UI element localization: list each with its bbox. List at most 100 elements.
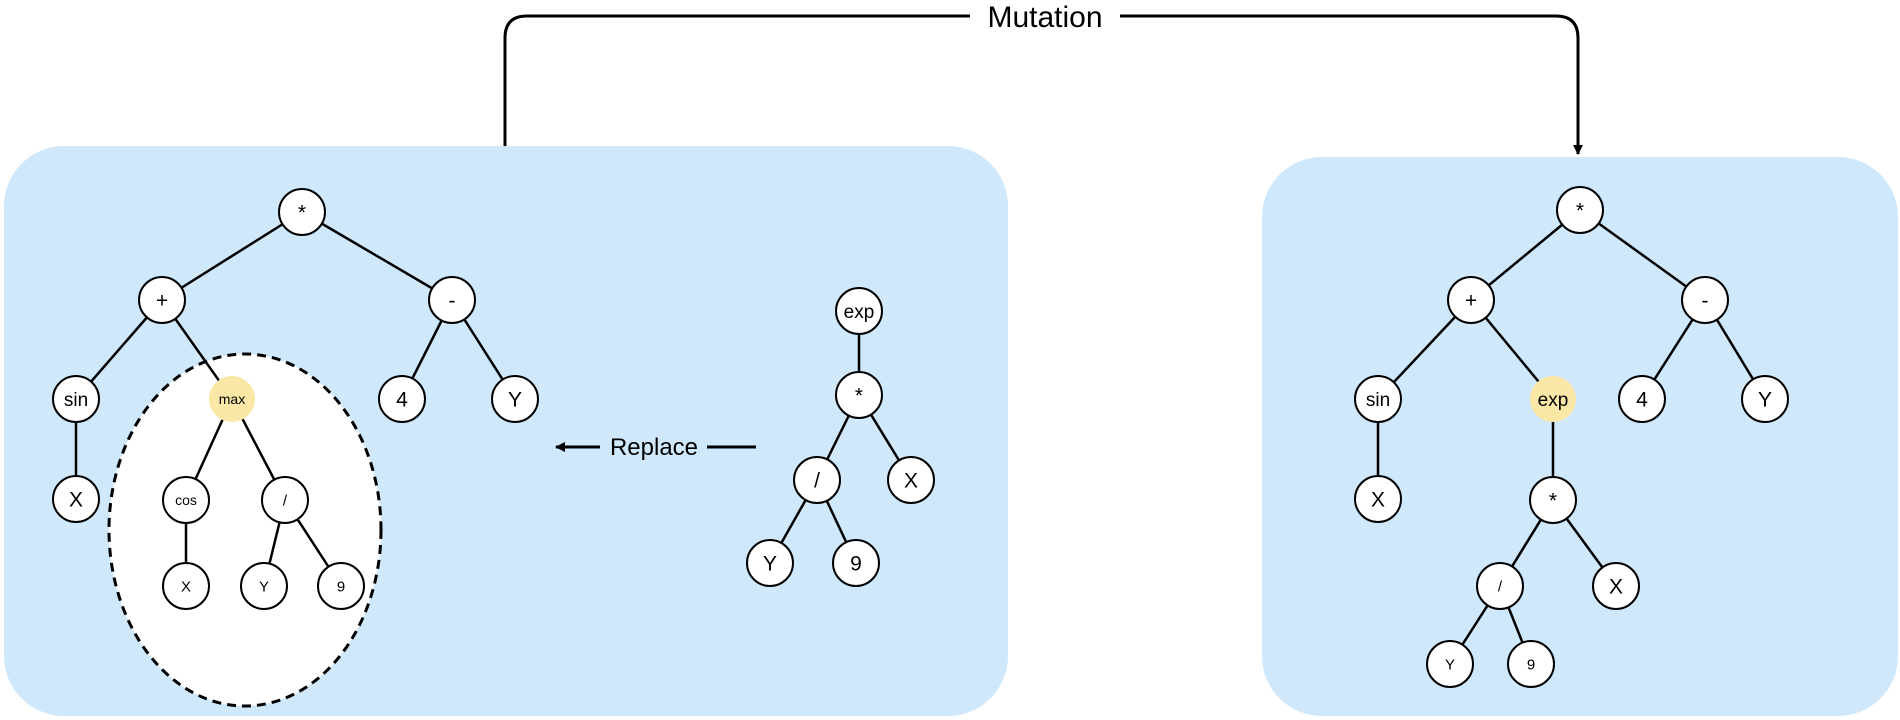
original-node-sin: sin [52,375,100,423]
node-label: - [1702,290,1709,313]
original-node-y: Y [491,375,539,423]
node-circle [835,371,883,419]
node-label: + [1465,290,1477,313]
replacement-node-y: Y [746,539,794,587]
original-node-divide: / [261,476,309,524]
node-circle [832,539,880,587]
node-label: exp [1538,390,1569,411]
replaced-subtree-outline [107,352,383,708]
node-label: X [1609,576,1623,599]
node-label: Y [508,389,522,412]
mutated-node-multiply: * [1556,186,1604,234]
node-label: Y [259,578,269,595]
node-label: X [1371,489,1385,512]
original-node-9: 9 [317,562,365,610]
mutated-node-multiply: * [1529,476,1577,524]
node-label: * [1576,200,1584,223]
replacement-node-9: 9 [832,539,880,587]
original-node-minus: - [428,276,476,324]
mutated-tree-panel [1262,157,1898,716]
mutated-node-y: Y [1426,640,1474,688]
mutated-node-4: 4 [1618,375,1666,423]
mutated-node-plus: + [1447,276,1495,324]
original-node-x: X [52,475,100,523]
original-node-multiply: * [278,188,326,236]
node-label: cos [175,492,197,508]
node-label: + [156,290,168,313]
node-circle [1447,276,1495,324]
node-label: / [1498,578,1503,595]
node-label: sin [64,390,88,411]
node-circle [162,476,210,524]
node-label: X [904,470,918,493]
original-node-cos: cos [162,476,210,524]
node-label: Y [763,553,777,576]
node-circle [1618,375,1666,423]
node-circle [1592,562,1640,610]
node-label: 9 [337,578,345,595]
node-circle [1354,475,1402,523]
replacement-node-divide: / [793,456,841,504]
node-circle [240,562,288,610]
mutated-node-exp: exp [1530,376,1576,422]
node-label: X [181,578,191,595]
node-label: - [449,290,456,313]
replacement-node-x: X [887,456,935,504]
node-label: / [814,470,820,493]
node-circle [261,476,309,524]
node-circle [52,375,100,423]
original-node-y: Y [240,562,288,610]
node-label: sin [1366,390,1390,411]
original-node-4: 4 [378,375,426,423]
node-label: X [69,489,83,512]
mutation-label: Mutation [987,1,1102,34]
original-tree-edge [301,210,453,302]
node-label: 9 [850,553,862,576]
mutation-label-bg [970,0,1120,34]
mutated-tree-edge [1579,208,1706,302]
node-label: max [219,391,245,407]
node-circle [162,562,210,610]
original-node-max: max [209,376,255,422]
node-label: * [298,202,306,225]
node-circle [209,376,255,422]
node-circle [1507,640,1555,688]
node-circle [1354,375,1402,423]
node-label: * [1549,490,1557,513]
node-label: / [283,492,288,509]
node-circle [1681,276,1729,324]
node-label: 9 [1527,656,1535,673]
mutated-node-x: X [1592,562,1640,610]
node-circle [378,375,426,423]
replace-label: Replace [610,434,698,461]
node-circle [278,188,326,236]
mutated-node-minus: - [1681,276,1729,324]
node-circle [1556,186,1604,234]
mutated-node-y: Y [1741,375,1789,423]
mutated-node-divide: / [1476,562,1524,610]
node-circle [1741,375,1789,423]
original-node-plus: + [138,276,186,324]
node-circle [1426,640,1474,688]
node-circle [138,276,186,324]
node-label: 4 [396,389,408,412]
node-circle [793,456,841,504]
original-tree-edge [161,210,303,302]
mutation-arrow [503,14,1583,155]
mutated-node-x: X [1354,475,1402,523]
mutated-node-sin: sin [1354,375,1402,423]
node-label: exp [844,302,875,323]
node-label: 4 [1636,389,1648,412]
original-node-x: X [162,562,210,610]
replacement-node-multiply: * [835,371,883,419]
node-circle [887,456,935,504]
node-label: * [855,385,863,408]
node-circle [428,276,476,324]
node-circle [835,287,883,335]
node-circle [1530,376,1576,422]
node-circle [491,375,539,423]
node-circle [317,562,365,610]
node-circle [1476,562,1524,610]
node-circle [52,475,100,523]
